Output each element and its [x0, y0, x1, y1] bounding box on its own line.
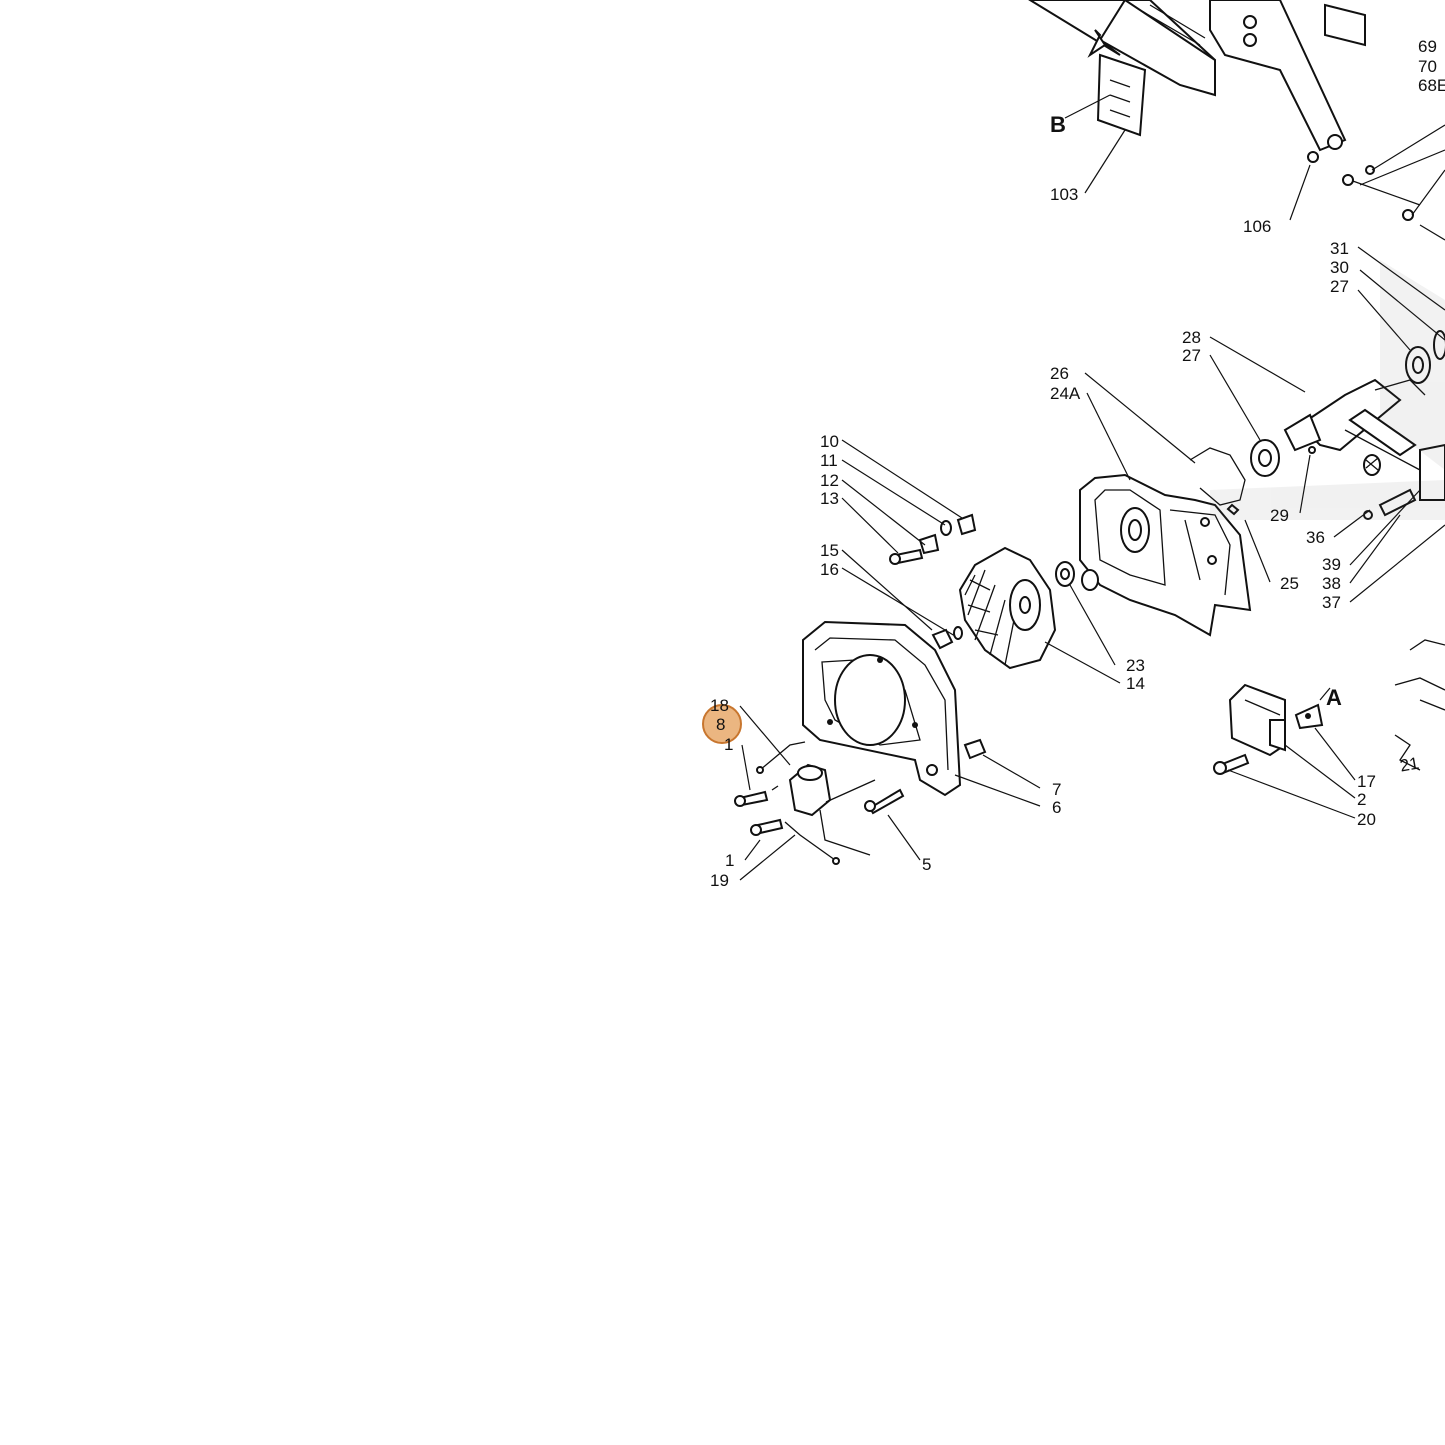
callout-18[interactable]: 18 [710, 696, 729, 715]
callout-37[interactable]: 37 [1322, 593, 1341, 612]
callout-23[interactable]: 23 [1126, 656, 1145, 675]
callout-21[interactable]: 21 [1398, 754, 1420, 776]
switch-assembly [1213, 683, 1356, 819]
callout-39[interactable]: 39 [1322, 555, 1341, 574]
callout-24A[interactable]: 24A [1050, 384, 1081, 403]
callout-36[interactable]: 36 [1306, 528, 1325, 547]
right-edge-part [1394, 639, 1445, 771]
callout-70[interactable]: 70 [1418, 57, 1437, 76]
callout-1-lower[interactable]: 1 [725, 851, 734, 870]
callout-10[interactable]: 10 [820, 432, 839, 451]
ignition-coil [734, 705, 876, 881]
callout-6[interactable]: 6 [1052, 798, 1061, 817]
callout-31[interactable]: 31 [1330, 239, 1349, 258]
callout-14[interactable]: 14 [1126, 674, 1145, 693]
callout-13[interactable]: 13 [820, 489, 839, 508]
callout-8[interactable]: 8 [716, 715, 725, 734]
callout-68[interactable]: 68E [1418, 76, 1445, 95]
callout-A[interactable]: A [1326, 685, 1342, 710]
callout-11[interactable]: 11 [820, 451, 838, 470]
guide-bar-assembly [1028, 0, 1445, 241]
callout-38[interactable]: 38 [1322, 574, 1341, 593]
flywheel [841, 439, 1121, 684]
starter-housing [802, 620, 1041, 861]
callout-20[interactable]: 20 [1357, 810, 1376, 829]
callout-12[interactable]: 12 [820, 471, 839, 490]
callout-labels: B 103 106 69 70 68E 31 30 27 28 27 26 24… [710, 37, 1445, 890]
callout-7[interactable]: 7 [1052, 780, 1061, 799]
crankcase [1079, 372, 1271, 637]
callout-2[interactable]: 2 [1357, 790, 1366, 809]
callout-26[interactable]: 26 [1050, 364, 1069, 383]
callout-106[interactable]: 106 [1243, 217, 1271, 236]
callout-19[interactable]: 19 [710, 871, 729, 890]
callout-5[interactable]: 5 [922, 855, 931, 874]
callout-17[interactable]: 17 [1357, 772, 1376, 791]
callout-27[interactable]: 27 [1182, 346, 1201, 365]
callout-28[interactable]: 28 [1182, 328, 1201, 347]
callout-B[interactable]: B [1050, 112, 1066, 137]
callout-25[interactable]: 25 [1280, 574, 1299, 593]
callout-103[interactable]: 103 [1050, 185, 1078, 204]
selected-callout-highlight[interactable] [702, 704, 742, 744]
callout-29[interactable]: 29 [1270, 506, 1289, 525]
callout-30[interactable]: 30 [1330, 258, 1349, 277]
callout-69[interactable]: 69 [1418, 37, 1437, 56]
callout-27-top[interactable]: 27 [1330, 277, 1349, 296]
callout-1-upper[interactable]: 1 [724, 735, 733, 754]
callout-15[interactable]: 15 [820, 541, 839, 560]
watermark-logo [1210, 260, 1445, 520]
crankshaft-assembly [1209, 246, 1445, 603]
callout-16[interactable]: 16 [820, 560, 839, 579]
